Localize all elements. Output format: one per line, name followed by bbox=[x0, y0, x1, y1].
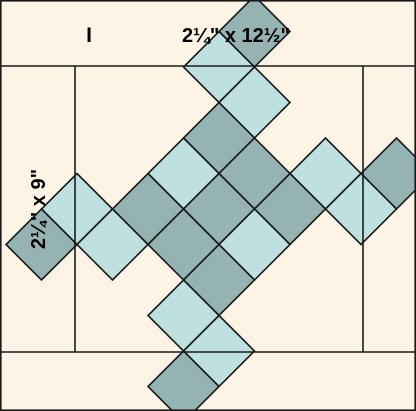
diamond-squares bbox=[4, 0, 416, 411]
top-strip-label: 2¼" x 12½" bbox=[182, 25, 290, 47]
side-strip-label: 2¼" x 9" bbox=[28, 169, 50, 249]
dark-square bbox=[146, 349, 221, 411]
dark-square bbox=[4, 207, 79, 282]
light-square bbox=[324, 172, 398, 246]
light-square bbox=[75, 207, 150, 282]
block-id-label: I bbox=[86, 24, 92, 47]
